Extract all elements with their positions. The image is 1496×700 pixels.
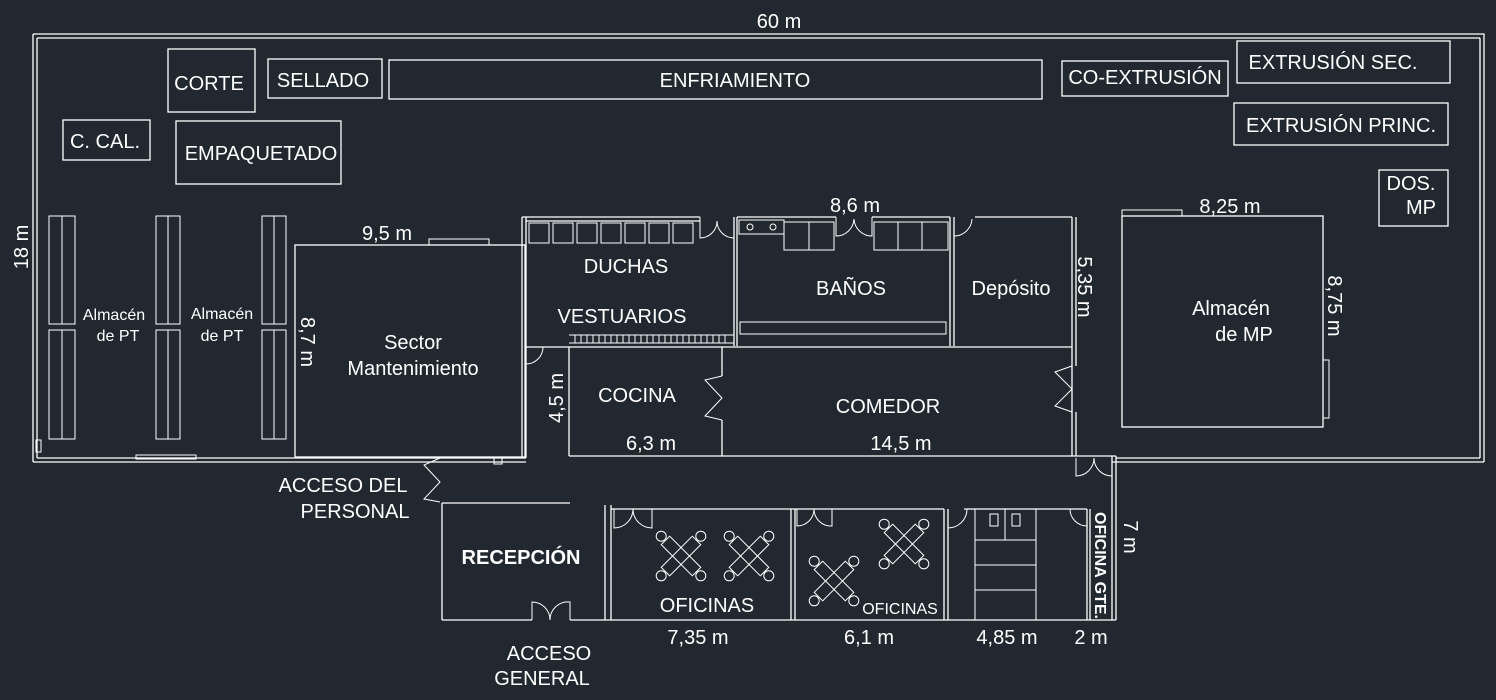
dimension-labels: 60 m 18 m 9,5 m 8,7 m 8,6 m 5,35 m 8,25 … — [11, 11, 1345, 649]
dim-cocina-depth: 4,5 m — [546, 373, 568, 423]
dim-mantenimiento-width: 9,5 m — [362, 223, 412, 245]
almacen-pt-2-line2: de PT — [201, 328, 244, 345]
deposito-label: Depósito — [972, 278, 1051, 300]
dim-total-depth: 18 m — [11, 225, 33, 269]
dim-offices-depth: 7 m — [1119, 520, 1141, 553]
meeting-tables — [655, 518, 930, 607]
table-icon-4 — [878, 518, 930, 570]
enfriamiento-box — [388, 59, 1043, 100]
empaquetado-label: EMPAQUETADO — [185, 143, 338, 165]
bathroom-fixtures — [738, 219, 949, 335]
table-icon-1 — [655, 530, 707, 582]
dim-banos-width: 8,6 m — [830, 195, 880, 217]
extrusion-princ-label: EXTRUSIÓN PRINC. — [1246, 114, 1436, 137]
comedor-label: COMEDOR — [836, 396, 940, 418]
recepcion-label: RECEPCIÓN — [462, 545, 581, 569]
banos-label: BAÑOS — [816, 276, 886, 300]
dos-label-line1: DOS. — [1387, 173, 1436, 195]
almacen-mp-line2: de MP — [1215, 324, 1273, 346]
dim-toilets-width: 4,85 m — [976, 627, 1037, 649]
dim-almacen-mp-width: 8,25 m — [1199, 196, 1260, 218]
office-block: RECEPCIÓN OFICINAS OFICINAS OFICINA GTE. — [441, 502, 1116, 621]
corte-box — [167, 48, 256, 113]
duchas-label: DUCHAS — [584, 256, 668, 278]
rack-2 — [155, 215, 181, 440]
mantenimiento-label-line2: Mantenimiento — [347, 358, 478, 380]
dim-comedor-width: 14,5 m — [870, 433, 931, 455]
dim-mantenimiento-depth: 8,7 m — [296, 317, 318, 367]
pt-storage: Almacén de PT Almacén de PT — [48, 215, 287, 440]
vestuarios-label: VESTUARIOS — [558, 306, 687, 328]
acceso-general-line2: GENERAL — [494, 668, 590, 690]
outer-walls — [32, 33, 1485, 465]
dim-total-width: 60 m — [757, 11, 801, 33]
almacen-mp-line1: Almacén — [1192, 298, 1270, 320]
almacen-pt-2-line1: Almacén — [191, 306, 253, 323]
dim-oficinas1-width: 7,35 m — [667, 627, 728, 649]
enfriamiento-label: ENFRIAMIENTO — [660, 70, 811, 92]
toilet-cubicles — [974, 509, 1037, 620]
oficina-gte-label: OFICINA GTE. — [1091, 512, 1108, 619]
coextrusion-box — [1061, 60, 1229, 97]
coextrusion-label: CO-EXTRUSIÓN — [1068, 66, 1221, 89]
rack-1 — [48, 215, 76, 440]
service-block: DUCHAS VESTUARIOS BAÑOS Depósito COCINA … — [423, 216, 1117, 620]
mantenimiento-label-line1: Sector — [384, 332, 442, 354]
locker-bench — [569, 334, 734, 344]
c-cal-label: C. CAL. — [70, 131, 140, 153]
acceso-personal-line2: PERSONAL — [301, 501, 410, 523]
oficinas-1-label: OFICINAS — [660, 595, 754, 617]
access-labels: ACCESO DEL PERSONAL ACCESO GENERAL — [279, 475, 592, 690]
dos-label-line2: MP — [1406, 197, 1436, 219]
acceso-general-line1: ACCESO — [507, 643, 591, 665]
dos-mp-box — [1378, 169, 1449, 227]
sellado-box — [267, 58, 383, 99]
production-area: CORTE SELLADO ENFRIAMIENTO CO-EXTRUSIÓN … — [62, 40, 1451, 227]
extrusion-sec-label: EXTRUSIÓN SEC. — [1249, 51, 1418, 74]
mantenimiento-room: Sector Mantenimiento — [294, 238, 526, 458]
dim-almacen-mp-depth: 8,75 m — [1323, 275, 1345, 336]
acceso-personal-line1: ACCESO DEL — [279, 475, 408, 497]
table-icon-3 — [808, 555, 860, 607]
dim-cocina-width: 6,3 m — [626, 433, 676, 455]
almacen-pt-1-line1: Almacén — [83, 307, 145, 324]
oficinas-2-label: OFICINAS — [862, 601, 938, 618]
empaquetado-box — [175, 120, 342, 185]
dim-gte-width: 2 m — [1074, 627, 1107, 649]
extrusion-princ-box — [1233, 102, 1449, 146]
almacen-mp: Almacén de MP — [1121, 209, 1330, 428]
cocina-label: COCINA — [598, 385, 676, 407]
table-icon-2 — [723, 530, 775, 582]
dim-deposito-depth: 5,35 m — [1073, 256, 1095, 317]
rack-3 — [261, 215, 287, 440]
doors — [423, 217, 1113, 503]
extrusion-sec-box — [1236, 40, 1451, 84]
almacen-pt-1-line2: de PT — [97, 328, 140, 345]
c-cal-box — [62, 119, 151, 161]
corte-label: CORTE — [174, 73, 244, 95]
dim-oficinas2-width: 6,1 m — [844, 627, 894, 649]
sellado-label: SELLADO — [277, 70, 369, 92]
shower-stalls — [528, 222, 694, 244]
